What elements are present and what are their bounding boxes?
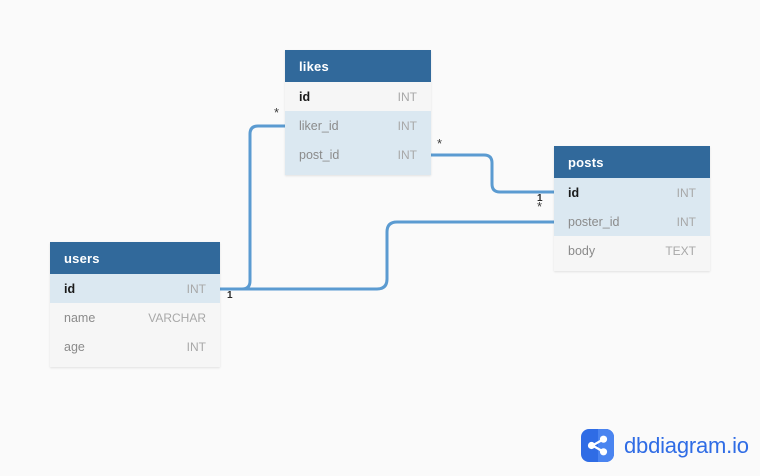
field-type-label: INT bbox=[397, 147, 417, 162]
field-row-posts-body[interactable]: body TEXT bbox=[554, 236, 710, 265]
field-name-label: id bbox=[64, 281, 76, 296]
edge-likes-posts bbox=[429, 153, 556, 194]
share-nodes-icon bbox=[581, 429, 614, 462]
table-card-posts[interactable]: posts id INT poster_id INT body TEXT bbox=[554, 146, 710, 271]
field-row-posts-poster_id[interactable]: poster_id INT bbox=[554, 207, 710, 236]
field-row-users-name[interactable]: name VARCHAR bbox=[50, 303, 220, 332]
field-row-posts-id[interactable]: id INT bbox=[554, 178, 710, 207]
field-name-label: age bbox=[64, 339, 85, 354]
cardinality-label-posts-poster-many: * bbox=[537, 199, 543, 214]
field-row-likes-liker_id[interactable]: liker_id INT bbox=[285, 111, 431, 140]
table-footer-pad bbox=[554, 265, 710, 271]
dbdiagram-brand[interactable]: dbdiagram.io bbox=[581, 429, 749, 462]
field-type-label: INT bbox=[676, 214, 696, 229]
edge-users-posts bbox=[218, 220, 556, 291]
field-row-likes-post_id[interactable]: post_id INT bbox=[285, 140, 431, 169]
cardinality-label-likes-post-many: * bbox=[437, 136, 443, 151]
table-card-users[interactable]: users id INT name VARCHAR age INT bbox=[50, 242, 220, 367]
table-name-label: posts bbox=[568, 154, 604, 170]
table-title-likes[interactable]: likes bbox=[285, 50, 431, 82]
field-type-label: TEXT bbox=[665, 243, 696, 258]
field-name-label: id bbox=[299, 89, 311, 104]
field-name-label: name bbox=[64, 310, 96, 325]
table-footer-pad bbox=[50, 361, 220, 367]
field-type-label: INT bbox=[676, 185, 696, 200]
field-row-users-age[interactable]: age INT bbox=[50, 332, 220, 361]
field-name-label: post_id bbox=[299, 147, 340, 162]
brand-name-label: dbdiagram.io bbox=[624, 432, 749, 458]
cardinality-label-users-id-one: 1 bbox=[227, 290, 233, 301]
table-title-users[interactable]: users bbox=[50, 242, 220, 274]
field-row-users-id[interactable]: id INT bbox=[50, 274, 220, 303]
field-name-label: liker_id bbox=[299, 118, 339, 133]
field-type-label: INT bbox=[186, 339, 206, 354]
field-type-label: INT bbox=[397, 118, 417, 133]
table-card-likes[interactable]: likes id INT liker_id INT post_id INT bbox=[285, 50, 431, 175]
cardinality-label-likes-liker-many: * bbox=[274, 105, 280, 120]
field-type-label: INT bbox=[397, 89, 417, 104]
table-name-label: users bbox=[64, 250, 100, 266]
field-row-likes-id[interactable]: id INT bbox=[285, 82, 431, 111]
table-footer-pad bbox=[285, 169, 431, 175]
field-type-label: VARCHAR bbox=[148, 310, 206, 325]
field-name-label: body bbox=[568, 243, 596, 258]
field-name-label: poster_id bbox=[568, 214, 620, 229]
table-name-label: likes bbox=[299, 58, 329, 74]
field-name-label: id bbox=[568, 185, 580, 200]
table-title-posts[interactable]: posts bbox=[554, 146, 710, 178]
edge-users-likes bbox=[218, 124, 287, 291]
field-type-label: INT bbox=[186, 281, 206, 296]
cardinality-label-posts-id-one: 1 bbox=[537, 193, 543, 204]
